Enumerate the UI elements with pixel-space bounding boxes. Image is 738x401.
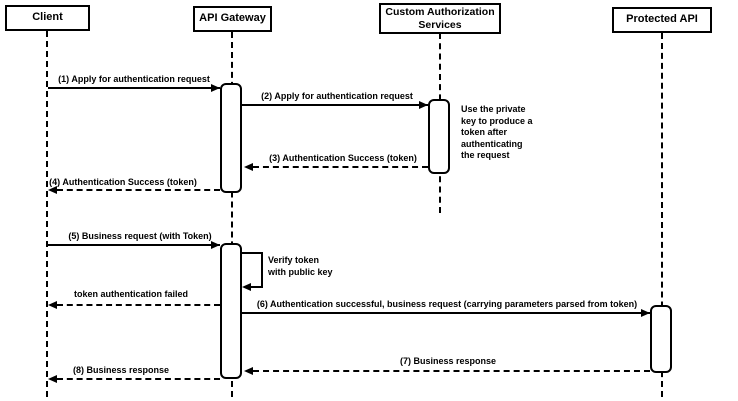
arrowhead-icon [641, 309, 650, 317]
message-2-line [242, 104, 428, 106]
participant-client-label: Client [32, 11, 63, 24]
arrowhead-icon [244, 163, 253, 171]
lifeline-protected-api [661, 33, 663, 397]
message-4-label: (4) Authentication Success (token) [49, 177, 197, 187]
message-3-label: (3) Authentication Success (token) [269, 153, 417, 163]
message-3-line [253, 166, 428, 168]
message-1-label: (1) Apply for authentication request [58, 74, 210, 84]
message-8-line [57, 378, 220, 380]
message-7-label: (7) Business response [399, 356, 497, 366]
arrowhead-icon [48, 301, 57, 309]
activation-api-gateway-auth [220, 83, 242, 193]
arrowhead-icon [211, 84, 220, 92]
participant-protected-api-label: Protected API [626, 13, 698, 26]
message-6-label: (6) Authentication successful, business … [256, 299, 638, 309]
lifeline-client [46, 31, 48, 397]
participant-protected-api: Protected API [612, 7, 712, 33]
participant-custom-authorization-services: Custom Authorization Services [379, 3, 501, 34]
arrowhead-icon [419, 101, 428, 109]
self-message-bottom-line [251, 286, 263, 288]
message-1-line [48, 87, 220, 89]
arrowhead-icon [211, 241, 220, 249]
message-token-failed-label: token authentication failed [73, 289, 189, 299]
arrowhead-icon [48, 375, 57, 383]
arrowhead-icon [48, 186, 57, 194]
message-4-line [57, 189, 220, 191]
lifeline-api-gateway [231, 32, 233, 397]
activation-api-gateway-business [220, 243, 242, 379]
message-token-failed-line [57, 304, 220, 306]
arrowhead-icon [242, 283, 251, 291]
activation-custom-authorization-services [428, 99, 450, 174]
message-5-line [48, 244, 220, 246]
activation-protected-api [650, 305, 672, 373]
message-2-label: (2) Apply for authentication request [261, 91, 413, 101]
message-8-label: (8) Business response [72, 365, 170, 375]
participant-custom-authorization-services-label: Custom Authorization Services [385, 5, 495, 31]
self-message-top-line [242, 252, 263, 254]
participant-api-gateway: API Gateway [193, 6, 272, 32]
self-message-side-line [261, 252, 263, 288]
message-6-line [242, 312, 650, 314]
participant-api-gateway-label: API Gateway [199, 12, 266, 25]
arrowhead-icon [244, 367, 253, 375]
note-private-key: Use the private key to produce a token a… [461, 104, 533, 160]
message-7-line [253, 370, 650, 372]
self-message-label: Verify token with public key [268, 255, 333, 277]
message-5-label: (5) Business request (with Token) [68, 231, 212, 241]
participant-client: Client [5, 5, 90, 31]
